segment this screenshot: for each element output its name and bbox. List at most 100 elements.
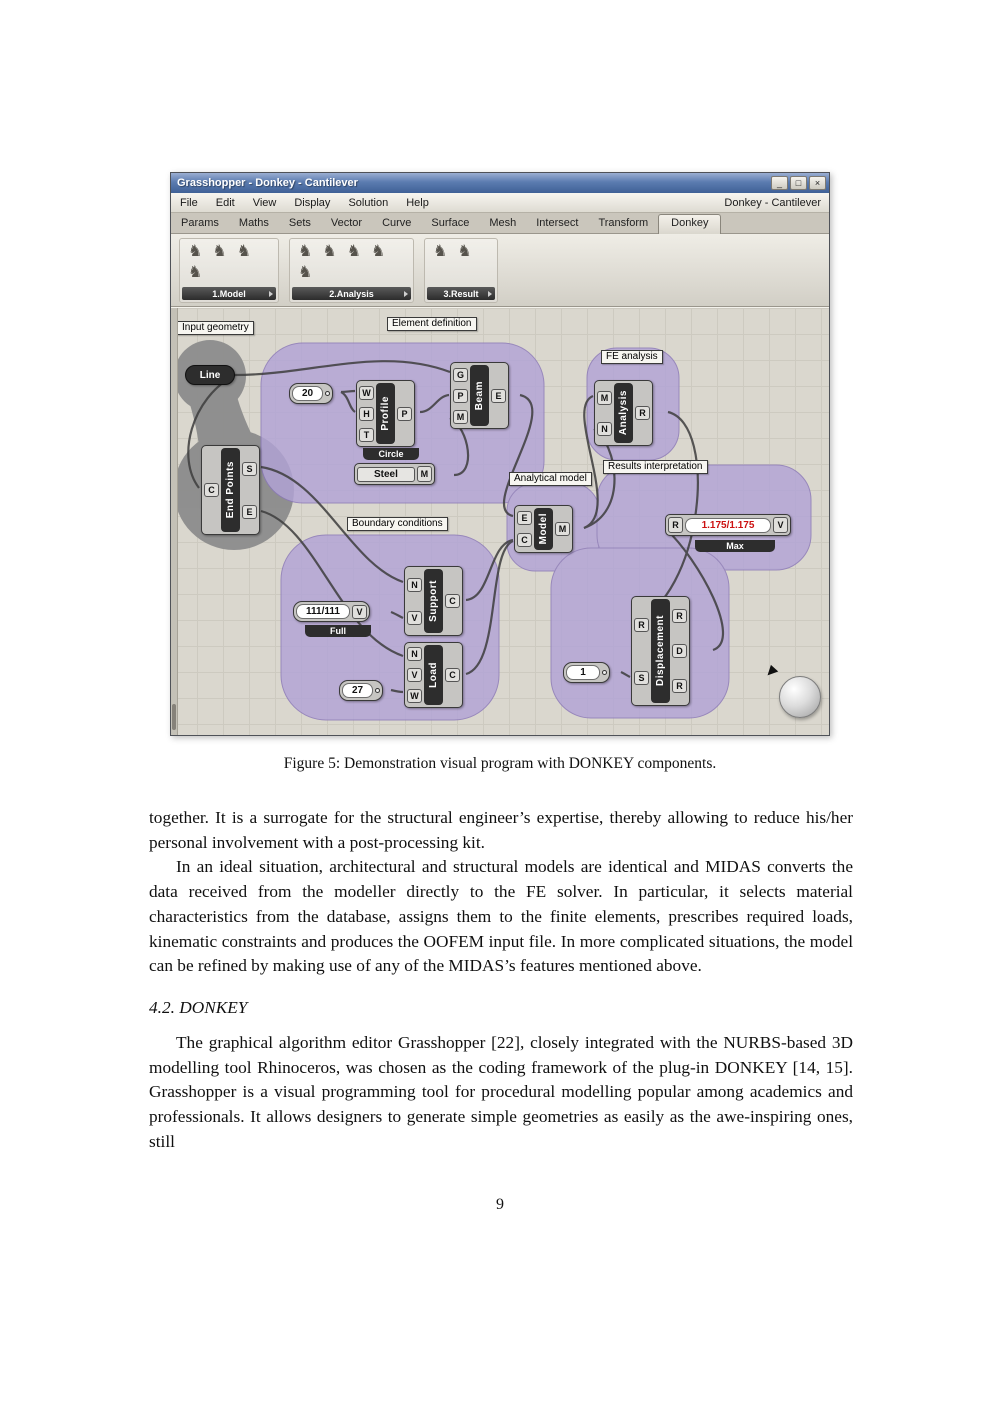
- input-pin[interactable]: P: [453, 388, 468, 403]
- donkey-icon[interactable]: ♞: [236, 243, 252, 260]
- donkey-icon[interactable]: ♞: [188, 243, 203, 260]
- slider-27[interactable]: 27: [339, 680, 384, 701]
- canvas-scrollbar[interactable]: [171, 308, 178, 735]
- input-pin[interactable]: R: [668, 517, 683, 533]
- window-titlebar[interactable]: Grasshopper - Donkey - Cantilever _ □ ×: [171, 173, 829, 193]
- slider-value[interactable]: 27: [342, 683, 374, 698]
- definition-canvas[interactable]: Input geometry Element definition FE ana…: [171, 307, 829, 735]
- menu-solution[interactable]: Solution: [348, 196, 389, 209]
- close-button[interactable]: ×: [809, 176, 826, 190]
- input-pin[interactable]: H: [359, 406, 374, 421]
- group-label-fe-analysis[interactable]: FE analysis: [601, 350, 663, 364]
- toolbar-group-label[interactable]: 1.Model: [182, 287, 276, 300]
- component-model[interactable]: E C Model M: [514, 505, 573, 553]
- output-pin[interactable]: E: [491, 388, 506, 403]
- tab-vector[interactable]: Vector: [330, 217, 363, 229]
- tab-params[interactable]: Params: [181, 217, 219, 229]
- component-core[interactable]: Beam: [470, 365, 489, 426]
- slider-20[interactable]: 20: [289, 383, 334, 404]
- component-core[interactable]: Displacement: [651, 599, 670, 703]
- component-max-display[interactable]: R 1.175/1.175 V: [665, 514, 791, 536]
- input-pin[interactable]: V: [407, 667, 422, 682]
- component-load[interactable]: N V W Load C: [404, 642, 463, 708]
- slider-1[interactable]: 1: [563, 662, 610, 683]
- input-pin[interactable]: C: [204, 483, 219, 497]
- donkey-icon[interactable]: ♞: [322, 243, 337, 260]
- minimize-button[interactable]: _: [771, 176, 788, 190]
- input-pin[interactable]: N: [407, 647, 422, 662]
- toolbar-group-label[interactable]: 3.Result: [427, 287, 495, 300]
- tab-transform[interactable]: Transform: [598, 217, 649, 229]
- output-pin[interactable]: C: [445, 668, 460, 682]
- output-grip[interactable]: [375, 688, 381, 693]
- slider-value[interactable]: 20: [292, 386, 324, 401]
- tab-intersect[interactable]: Intersect: [536, 217, 579, 229]
- output-pin[interactable]: C: [445, 594, 460, 608]
- input-pin[interactable]: N: [597, 421, 612, 436]
- tab-donkey[interactable]: Donkey: [658, 214, 722, 234]
- component-core[interactable]: End Points: [221, 448, 240, 532]
- output-grip[interactable]: [602, 670, 607, 675]
- menu-help[interactable]: Help: [406, 196, 429, 209]
- output-pin[interactable]: R: [672, 608, 687, 623]
- donkey-icon[interactable]: ♞: [298, 264, 313, 281]
- component-steel[interactable]: Steel M: [354, 463, 435, 485]
- slider-value[interactable]: 1: [566, 665, 600, 680]
- output-pin[interactable]: M: [416, 466, 432, 482]
- output-pin[interactable]: M: [555, 522, 570, 536]
- donkey-icon[interactable]: ♞: [433, 243, 448, 260]
- donkey-icon[interactable]: ♞: [457, 243, 472, 260]
- input-pin[interactable]: C: [517, 533, 532, 547]
- output-pin[interactable]: S: [242, 461, 257, 476]
- tab-surface[interactable]: Surface: [431, 217, 470, 229]
- tab-mesh[interactable]: Mesh: [489, 217, 517, 229]
- input-pin[interactable]: M: [453, 409, 468, 424]
- group-label-input-geometry[interactable]: Input geometry: [177, 321, 254, 335]
- maximize-button[interactable]: □: [790, 176, 807, 190]
- menu-display[interactable]: Display: [294, 196, 331, 209]
- component-end-points[interactable]: C End Points S E: [201, 445, 260, 535]
- support-code-value[interactable]: 111/111: [296, 604, 350, 619]
- input-pin[interactable]: S: [634, 670, 649, 685]
- input-pin[interactable]: T: [359, 427, 374, 442]
- component-core[interactable]: Model: [534, 508, 553, 550]
- donkey-icon[interactable]: ♞: [298, 243, 313, 260]
- group-label-results-interpretation[interactable]: Results interpretation: [603, 460, 708, 474]
- output-pin[interactable]: D: [672, 643, 687, 658]
- group-label-analytical-model[interactable]: Analytical model: [509, 472, 592, 486]
- donkey-icon[interactable]: ♞: [346, 243, 362, 260]
- input-pin[interactable]: E: [517, 511, 532, 525]
- input-pin[interactable]: G: [453, 367, 468, 382]
- donkey-icon[interactable]: ♞: [188, 264, 203, 281]
- output-pin[interactable]: R: [635, 406, 650, 420]
- input-pin[interactable]: V: [407, 610, 422, 625]
- tab-sets[interactable]: Sets: [288, 217, 311, 229]
- scrollbar-thumb[interactable]: [172, 704, 176, 730]
- component-displacement[interactable]: R S Displacement R D R: [631, 596, 690, 706]
- component-core[interactable]: Support: [424, 569, 443, 633]
- output-pin[interactable]: V: [773, 517, 788, 533]
- tab-maths[interactable]: Maths: [238, 217, 269, 229]
- component-core[interactable]: Load: [424, 645, 443, 705]
- component-core[interactable]: Profile: [376, 383, 395, 444]
- component-beam[interactable]: G P M Beam E: [450, 362, 509, 429]
- output-pin[interactable]: E: [242, 504, 257, 519]
- component-core[interactable]: Analysis: [614, 383, 633, 443]
- output-pin[interactable]: P: [397, 406, 412, 421]
- donkey-icon[interactable]: ♞: [212, 243, 227, 260]
- output-pin[interactable]: V: [351, 604, 367, 619]
- output-pin[interactable]: R: [672, 679, 687, 694]
- component-support[interactable]: N V Support C: [404, 566, 463, 636]
- menu-view[interactable]: View: [252, 196, 277, 209]
- output-grip[interactable]: [325, 391, 331, 396]
- tab-curve[interactable]: Curve: [382, 217, 412, 229]
- input-pin[interactable]: W: [359, 385, 374, 400]
- support-code-panel[interactable]: 111/111 V: [293, 601, 370, 622]
- component-analysis[interactable]: M N Analysis R: [594, 380, 653, 446]
- menu-edit[interactable]: Edit: [215, 196, 235, 209]
- group-label-element-definition[interactable]: Element definition: [387, 317, 477, 331]
- toolbar-group-label[interactable]: 2.Analysis: [292, 287, 411, 300]
- input-pin[interactable]: M: [597, 390, 612, 405]
- component-profile[interactable]: W H T Profile P: [356, 380, 415, 447]
- donkey-icon[interactable]: ♞: [371, 243, 386, 260]
